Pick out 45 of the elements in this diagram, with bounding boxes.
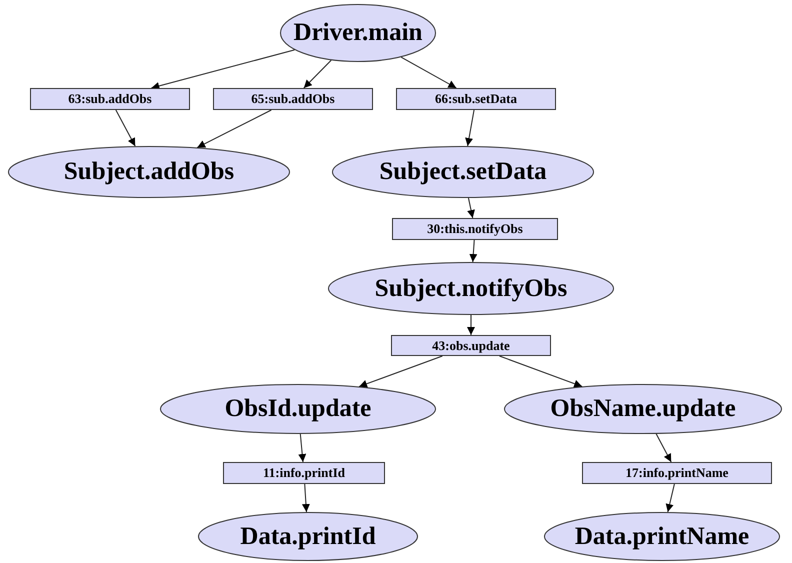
node-label: ObsId.update [224,395,372,423]
node-label: Subject.setData [379,158,547,186]
arrow [656,433,672,462]
arrow [115,110,136,147]
call-label: 43:obs.update [432,338,510,354]
call-site-box [392,218,558,240]
ellipse-node [160,384,436,434]
ellipse-node [544,512,780,561]
call-label: 30:this.notifyObs [427,221,523,237]
arrow [298,434,306,462]
arrow [196,110,272,148]
call-site-box [30,88,190,110]
arrow [358,356,443,388]
call-label: 17:info.printName [626,465,728,481]
arrow [666,484,675,513]
arrow [467,197,475,218]
call-site-box [391,335,551,356]
node-label: Data.printId [240,522,376,550]
node-label: Driver.main [294,19,422,47]
call-label: 11:info.printId [263,465,345,481]
node-label: Subject.notifyObs [374,274,568,302]
ellipse-node [280,4,436,62]
call-site-box [396,88,556,110]
arrow [465,110,475,147]
arrow [498,356,583,388]
arrow [150,49,296,90]
node-label: ObsName.update [550,395,736,423]
ellipse-node [332,146,594,198]
node-label: Data.printName [574,522,750,550]
node-label: Subject.addObs [64,158,234,186]
ellipse-node [504,384,782,434]
arrow [302,484,310,512]
call-site-box [582,462,772,484]
call-label: 66:sub.setData [435,91,517,107]
ellipse-node [328,262,614,315]
ellipse-node [198,512,418,561]
arrow [303,60,332,88]
call-site-box [213,88,373,110]
arrow [400,56,457,88]
call-label: 63:sub.addObs [68,91,152,107]
arrow [467,314,475,336]
call-site-box [223,462,385,484]
call-label: 65:sub.addObs [251,91,335,107]
ellipse-node [8,146,290,198]
arrow [469,240,478,262]
